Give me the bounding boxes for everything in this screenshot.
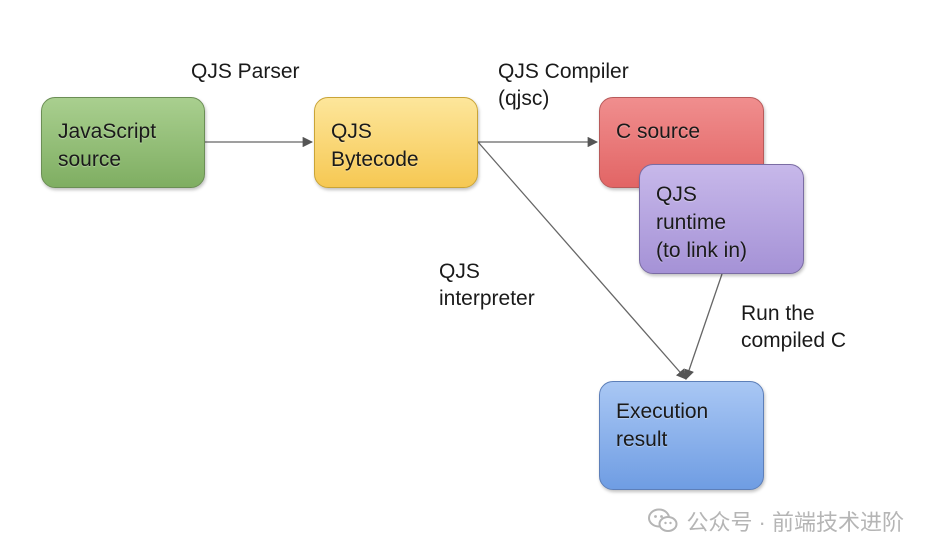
edge-label-compiler: QJS Compiler (qjsc) (498, 60, 629, 110)
watermark-text: 公众号 · 前端技术进阶 (686, 510, 904, 535)
edge-label-parser: QJS Parser (191, 60, 300, 83)
node-qjs-bytecode: QJS Bytecode (314, 97, 478, 188)
node-execution-result: Execution result (599, 381, 764, 490)
edge-run-compiled (684, 273, 723, 380)
edge-label-interpreter: QJS interpreter (439, 260, 535, 310)
wechat-icon (648, 508, 678, 532)
edge-interpreter (477, 141, 687, 380)
edge-label-run-compiled: Run the compiled C (741, 302, 847, 352)
node-qjs-runtime: QJS runtime (to link in) (639, 164, 804, 274)
watermark: 公众号 · 前端技术进阶 (648, 505, 904, 537)
node-javascript-source: JavaScript source (41, 97, 205, 188)
